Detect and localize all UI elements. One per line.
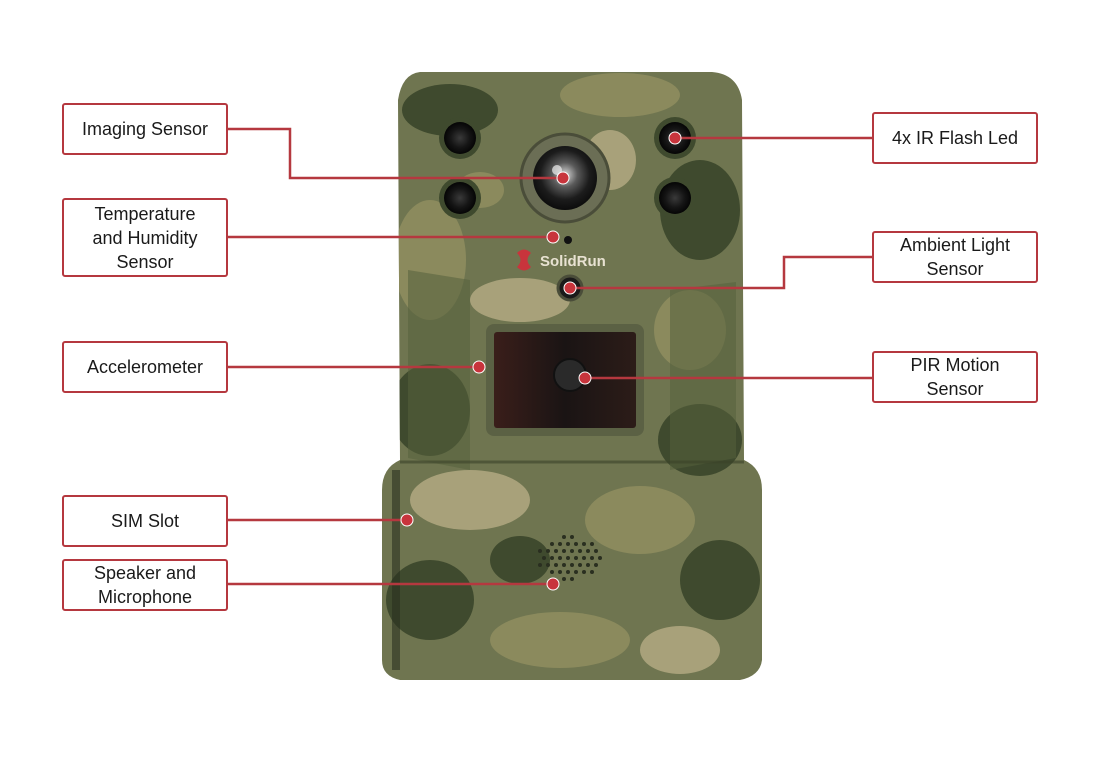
speaker-hole [538, 549, 542, 553]
label-text: Sensor [900, 257, 1010, 281]
dot-ambient [564, 282, 576, 294]
speaker-hole [578, 549, 582, 553]
speaker-hole [590, 556, 594, 560]
label-ambient-light-sensor: Ambient Light Sensor [872, 231, 1038, 283]
speaker-hole [586, 549, 590, 553]
label-text: Speaker and [94, 561, 196, 585]
speaker-hole [570, 535, 574, 539]
label-text: Ambient Light [900, 233, 1010, 257]
label-text: Temperature [92, 202, 197, 226]
label-text: and Humidity [92, 226, 197, 250]
dot-imaging [557, 172, 569, 184]
speaker-hole [558, 570, 562, 574]
brand-name: SolidRun [540, 253, 606, 270]
speaker-hole [562, 535, 566, 539]
speaker-hole [594, 563, 598, 567]
speaker-hole [582, 570, 586, 574]
speaker-hole [550, 570, 554, 574]
speaker-hole [554, 563, 558, 567]
speaker-hole [570, 563, 574, 567]
label-text: 4x IR Flash Led [892, 126, 1018, 150]
speaker-hole [558, 556, 562, 560]
speaker-hole [542, 556, 546, 560]
speaker-hole [582, 556, 586, 560]
speaker-hole [562, 577, 566, 581]
dot-accelerometer [473, 361, 485, 373]
speaker-hole [578, 563, 582, 567]
label-temperature-humidity: Temperature and Humidity Sensor [62, 198, 228, 277]
speaker-hole [574, 570, 578, 574]
speaker-hole [546, 549, 550, 553]
speaker-hole [562, 563, 566, 567]
speaker-hole [538, 563, 542, 567]
label-text: PIR Motion [910, 353, 999, 377]
speaker-hole [590, 570, 594, 574]
speaker-hole [570, 577, 574, 581]
label-pir-motion-sensor: PIR Motion Sensor [872, 351, 1038, 403]
label-text: SIM Slot [111, 509, 179, 533]
label-text: Sensor [910, 377, 999, 401]
speaker-hole [594, 549, 598, 553]
speaker-hole [590, 542, 594, 546]
speaker-hole [574, 542, 578, 546]
temperature-sensor-hole [564, 236, 572, 244]
label-imaging-sensor: Imaging Sensor [62, 103, 228, 155]
speaker-hole [550, 556, 554, 560]
left-grip [408, 270, 470, 470]
speaker-hole [570, 549, 574, 553]
speaker-hole [574, 556, 578, 560]
label-text: Microphone [94, 585, 196, 609]
dot-sim [401, 514, 413, 526]
dot-pir [579, 372, 591, 384]
label-text: Sensor [92, 250, 197, 274]
speaker-hole [586, 563, 590, 567]
speaker-hole [566, 556, 570, 560]
speaker-hole [554, 549, 558, 553]
speaker-hole [598, 556, 602, 560]
label-accelerometer: Accelerometer [62, 341, 228, 393]
dot-ir [669, 132, 681, 144]
right-grip [670, 282, 736, 470]
label-text: Accelerometer [87, 355, 203, 379]
dot-speaker [547, 578, 559, 590]
label-speaker-microphone: Speaker and Microphone [62, 559, 228, 611]
label-sim-slot: SIM Slot [62, 495, 228, 547]
label-text: Imaging Sensor [82, 117, 208, 141]
label-ir-flash-led: 4x IR Flash Led [872, 112, 1038, 164]
speaker-hole [558, 542, 562, 546]
speaker-hole [550, 542, 554, 546]
ir-led-icon [444, 122, 476, 154]
speaker-hole [562, 549, 566, 553]
speaker-hole [546, 563, 550, 567]
speaker-hole [566, 542, 570, 546]
ir-led-icon [659, 182, 691, 214]
ir-led-icon [444, 182, 476, 214]
pir-window [486, 324, 644, 436]
speaker-hole [582, 542, 586, 546]
dot-temperature [547, 231, 559, 243]
speaker-hole [566, 570, 570, 574]
